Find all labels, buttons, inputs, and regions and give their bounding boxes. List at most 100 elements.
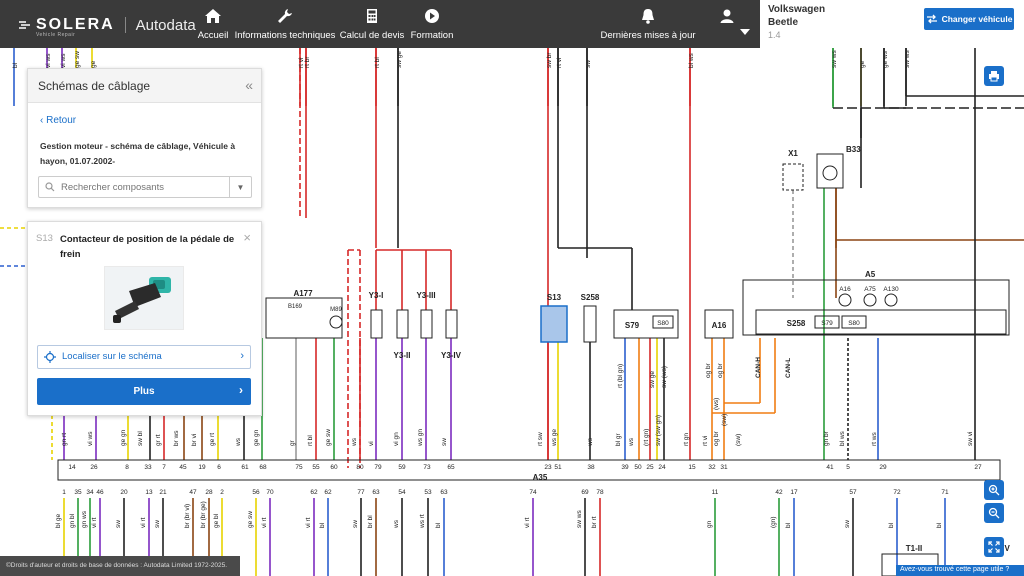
- bus-pin-upper: 25: [646, 464, 654, 471]
- diagram-label: bl ws: [688, 52, 695, 68]
- diagram-label: A16: [712, 321, 727, 330]
- diagram-label: S80: [848, 320, 860, 327]
- diagram-label: ge sw: [247, 511, 254, 528]
- print-button[interactable]: [984, 66, 1004, 86]
- nav-training[interactable]: Formation: [409, 0, 455, 48]
- injector-1: [370, 309, 383, 339]
- zoom-out-button[interactable]: [984, 503, 1004, 523]
- diagram-label: A177: [293, 289, 313, 298]
- diagram-label: rt (bl gn): [617, 364, 624, 388]
- search-icon: [45, 182, 55, 192]
- bus-pin-upper: 8: [125, 464, 129, 471]
- diagram-label: B169: [288, 304, 303, 310]
- diagram-label: rt sw: [537, 432, 544, 446]
- module-a130: [814, 315, 840, 329]
- diagram-label: S258: [581, 293, 600, 302]
- diagram-label: br (br vi): [184, 504, 191, 528]
- switch-s80: [652, 315, 674, 329]
- nav-updates[interactable]: Dernières mises à jour: [600, 0, 696, 48]
- diagram-label: CAN-H: [755, 357, 762, 378]
- diagram-label: vi rt: [261, 517, 268, 528]
- fit-screen-button[interactable]: [984, 537, 1004, 557]
- bus-pin-upper: 27: [974, 464, 982, 471]
- diagram-label: ge: [90, 60, 97, 68]
- bus-pin-upper: 79: [374, 464, 382, 471]
- vehicle-make: Volkswagen: [768, 4, 826, 15]
- copyright-notice: ©Droits d'auteur et droits de base de do…: [0, 556, 240, 576]
- diagram-label: bl: [936, 522, 943, 528]
- connector-x1: [782, 163, 804, 191]
- vehicle-model: Beetle: [768, 17, 799, 28]
- close-icon[interactable]: ×: [243, 230, 251, 245]
- nav-technical-info[interactable]: Informations techniques: [235, 0, 335, 48]
- more-button[interactable]: Plus ›: [37, 378, 251, 405]
- diagram-label: S79: [625, 321, 640, 330]
- diagram-label: S13: [547, 293, 562, 302]
- crosshair-icon: [44, 351, 56, 363]
- locate-on-diagram-button[interactable]: Localiser sur le schéma ›: [37, 345, 251, 369]
- diagram-label: rt ws: [871, 432, 878, 446]
- bus-pin-lower: 69: [581, 489, 589, 496]
- gauge-p9: [863, 293, 877, 307]
- bus-pin-upper: 6: [217, 464, 221, 471]
- bus-pin-upper: 39: [621, 464, 629, 471]
- diagram-label: ge sw: [74, 51, 81, 68]
- diagram-label: vi rt: [305, 517, 312, 528]
- bus-pin-upper: 19: [198, 464, 206, 471]
- diagram-label: Y3-II: [394, 351, 411, 360]
- diagram-label: (sw): [721, 414, 728, 426]
- nav-estimate[interactable]: Calcul de devis: [340, 0, 404, 48]
- diagram-label: vi rt: [140, 517, 147, 528]
- home-icon: [205, 9, 221, 23]
- search-dropdown-icon[interactable]: ▼: [229, 177, 251, 197]
- gauge-h63: [884, 293, 898, 307]
- user-menu-caret-icon[interactable]: [740, 29, 750, 35]
- sensor-b33: [816, 153, 844, 189]
- vehicle-engine: 1.4: [768, 30, 781, 40]
- diagram-label: br (br ge): [200, 501, 207, 528]
- back-link[interactable]: ‹ Retour: [40, 115, 77, 126]
- diagram-label: rt br: [304, 56, 311, 68]
- diagram-label: gn br: [823, 430, 830, 446]
- collapse-panel-icon[interactable]: «: [245, 77, 253, 93]
- diagram-label: bl: [435, 522, 442, 528]
- product-name: Autodata: [135, 16, 196, 34]
- feedback-label: Avez-vous trouvé cette page utile ?: [900, 566, 1010, 573]
- bus-pin-lower: 47: [189, 489, 197, 496]
- motor-m89: [329, 315, 343, 329]
- diagram-label: rt gn: [683, 433, 690, 446]
- bus-pin-upper: 75: [295, 464, 303, 471]
- diagram-label: og br: [705, 362, 712, 378]
- diagram-label: ws ge: [551, 429, 558, 447]
- solera-logo-icon: [19, 21, 30, 29]
- logo[interactable]: SOLERA Vehicle Repair Autodata: [18, 12, 196, 38]
- change-vehicle-button[interactable]: Changer véhicule: [924, 8, 1014, 30]
- diagram-label: S258: [787, 319, 806, 328]
- diagram-label: sw ge: [649, 371, 656, 388]
- diagram-label: bl ws: [839, 430, 846, 446]
- expand-icon: [988, 541, 1000, 553]
- bus-pin-upper: 60: [330, 464, 338, 471]
- module-a16: [704, 309, 734, 339]
- diagram-label: Y3-IV: [441, 351, 462, 360]
- search-input[interactable]: [61, 180, 221, 194]
- print-icon: [989, 71, 999, 82]
- diagram-label: A35: [533, 473, 548, 482]
- diagram-label: sw: [352, 520, 359, 528]
- diagram-label: sw (ws): [661, 366, 668, 388]
- diagram-label: ws: [351, 437, 358, 447]
- bus-pin-upper: 23: [544, 464, 552, 471]
- zoom-in-button[interactable]: [984, 480, 1004, 500]
- swap-icon: [926, 14, 937, 24]
- diagram-label: vi: [368, 441, 375, 446]
- diagram-label: A75: [864, 286, 876, 293]
- diagram-label: A130: [883, 286, 899, 293]
- diagram-label: CAN-L: [785, 358, 792, 378]
- bus-pin-upper: 65: [447, 464, 455, 471]
- user-menu[interactable]: [712, 0, 742, 48]
- nav-home[interactable]: Accueil: [197, 0, 229, 48]
- bus-pin-upper: 61: [241, 464, 249, 471]
- feedback-button[interactable]: Avez-vous trouvé cette page utile ?: [896, 565, 1024, 576]
- injector-4: [445, 309, 458, 339]
- diagram-label: sw: [844, 520, 851, 528]
